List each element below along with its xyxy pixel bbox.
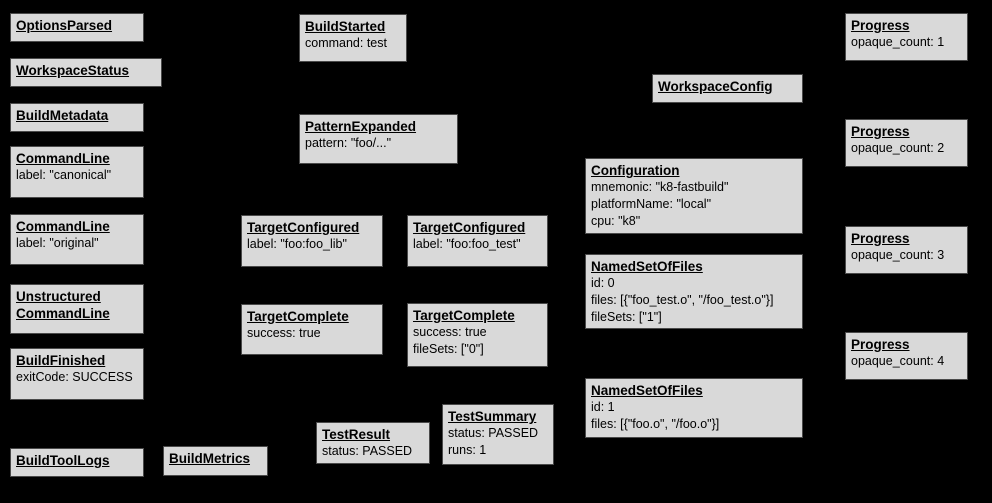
event-title: BuildToolLogs: [16, 453, 110, 468]
event-field: label: "original": [16, 236, 99, 250]
event-title: Progress: [851, 18, 910, 33]
event-title: CommandLine: [16, 151, 110, 166]
event-title: Progress: [851, 337, 910, 352]
event-box-progress-4: Progress opaque_count: 4: [845, 332, 968, 380]
event-field: id: 0: [591, 276, 615, 290]
event-title: BuildStarted: [305, 19, 386, 34]
event-title: TargetComplete: [413, 308, 515, 323]
event-title: BuildMetadata: [16, 108, 109, 123]
event-field: label: "canonical": [16, 168, 112, 182]
event-title: WorkspaceConfig: [658, 79, 773, 94]
event-title: TargetConfigured: [413, 220, 526, 235]
event-field: exitCode: SUCCESS: [16, 370, 133, 384]
event-field: files: [{"foo_test.o", "/foo_test.o"}]: [591, 293, 774, 307]
event-title: Progress: [851, 231, 910, 246]
event-box-command-line-original: CommandLine label: "original": [10, 214, 144, 265]
event-box-progress-1: Progress opaque_count: 1: [845, 13, 968, 61]
event-box-workspace-status: WorkspaceStatus: [10, 58, 162, 87]
event-field: platformName: "local": [591, 197, 712, 211]
event-box-options-parsed: OptionsParsed: [10, 13, 144, 42]
event-box-command-line-canonical: CommandLine label: "canonical": [10, 146, 144, 198]
event-box-configuration: Configuration mnemonic: "k8-fastbuild" p…: [585, 158, 803, 234]
event-field: id: 1: [591, 400, 615, 414]
event-field: opaque_count: 3: [851, 248, 945, 262]
event-field: fileSets: ["1"]: [591, 310, 662, 324]
event-field: pattern: "foo/...": [305, 136, 392, 150]
event-title: TestSummary: [448, 409, 537, 424]
event-box-test-summary: TestSummary status: PASSED runs: 1: [442, 404, 554, 465]
event-title: CommandLine: [16, 219, 110, 234]
event-box-unstructured-command-line: Unstructured CommandLine: [10, 284, 144, 334]
event-title: OptionsParsed: [16, 18, 113, 33]
event-box-target-complete-test: TargetComplete success: true fileSets: […: [407, 303, 548, 367]
event-title: Configuration: [591, 163, 680, 178]
event-title: PatternExpanded: [305, 119, 417, 134]
event-box-build-metadata: BuildMetadata: [10, 103, 144, 132]
event-field: label: "foo:foo_test": [413, 237, 521, 251]
event-field: status: PASSED: [322, 444, 413, 458]
event-field: files: [{"foo.o", "/foo.o"}]: [591, 417, 720, 431]
event-title: TargetComplete: [247, 309, 349, 324]
event-field: command: test: [305, 36, 387, 50]
event-title: BuildFinished: [16, 353, 106, 368]
event-box-target-configured-foo-test: TargetConfigured label: "foo:foo_test": [407, 215, 548, 267]
event-box-named-set-of-files-0: NamedSetOfFiles id: 0 files: [{"foo_test…: [585, 254, 803, 329]
event-box-progress-2: Progress opaque_count: 2: [845, 119, 968, 167]
event-field: label: "foo:foo_lib": [247, 237, 347, 251]
event-box-build-finished: BuildFinished exitCode: SUCCESS: [10, 348, 144, 400]
event-field: opaque_count: 4: [851, 354, 945, 368]
event-title: BuildMetrics: [169, 451, 251, 466]
event-box-target-complete-lib: TargetComplete success: true: [241, 304, 383, 355]
event-box-build-metrics: BuildMetrics: [163, 446, 268, 476]
event-box-build-started: BuildStarted command: test: [299, 14, 407, 62]
event-box-test-result: TestResult status: PASSED: [316, 422, 430, 464]
event-field: fileSets: ["0"]: [413, 342, 484, 356]
event-title: TestResult: [322, 427, 391, 442]
event-title: NamedSetOfFiles: [591, 383, 703, 398]
event-title: Progress: [851, 124, 910, 139]
event-field: success: true: [247, 326, 321, 340]
event-field: success: true: [413, 325, 487, 339]
event-title: TargetConfigured: [247, 220, 360, 235]
event-title: WorkspaceStatus: [16, 63, 130, 78]
event-box-target-configured-foo-lib: TargetConfigured label: "foo:foo_lib": [241, 215, 383, 267]
event-box-build-tool-logs: BuildToolLogs: [10, 448, 144, 477]
event-field: cpu: "k8": [591, 214, 641, 228]
event-title: NamedSetOfFiles: [591, 259, 703, 274]
event-box-pattern-expanded: PatternExpanded pattern: "foo/...": [299, 114, 458, 164]
event-field: opaque_count: 1: [851, 35, 945, 49]
event-box-progress-3: Progress opaque_count: 3: [845, 226, 968, 274]
event-field: runs: 1: [448, 443, 487, 457]
event-box-workspace-config: WorkspaceConfig: [652, 74, 803, 103]
event-title-line2: CommandLine: [16, 306, 110, 321]
event-title: Unstructured: [16, 289, 101, 304]
event-field: mnemonic: "k8-fastbuild": [591, 180, 729, 194]
event-field: opaque_count: 2: [851, 141, 945, 155]
event-field: status: PASSED: [448, 426, 539, 440]
event-box-named-set-of-files-1: NamedSetOfFiles id: 1 files: [{"foo.o", …: [585, 378, 803, 438]
